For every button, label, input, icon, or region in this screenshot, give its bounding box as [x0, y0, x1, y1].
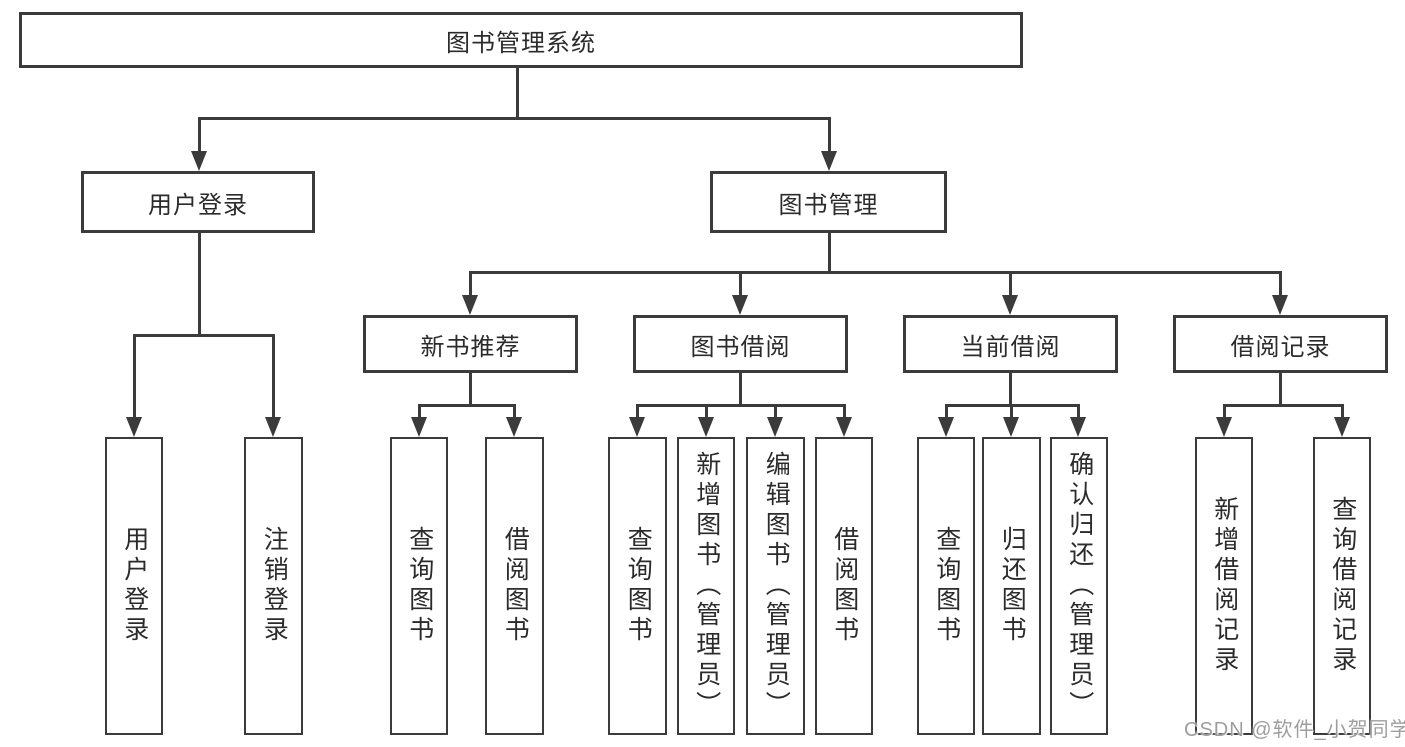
connector-line [1223, 404, 1226, 421]
connector-line [1341, 404, 1344, 421]
arrow-down-icon [1003, 417, 1019, 437]
connector-line [469, 271, 472, 299]
arrow-down-icon [767, 417, 783, 437]
leaf-query-borrow-record: 查询借阅记录 [1313, 437, 1371, 735]
connector-line [1279, 271, 1282, 299]
watermark: CSDN @软件_小贺同学 [1184, 719, 1405, 741]
arrow-down-icon [506, 417, 522, 437]
connector-line [198, 117, 201, 155]
leaf-return-book: 归还图书 [982, 437, 1041, 735]
connector-line [739, 271, 742, 299]
node-book-management: 图书管理 [710, 171, 947, 233]
connector-line [739, 373, 742, 407]
arrow-down-icon [462, 295, 478, 315]
connector-line [1223, 404, 1343, 407]
arrow-down-icon [411, 417, 427, 437]
node-library-management-system: 图书管理系统 [19, 12, 1023, 68]
connector-line [418, 404, 421, 421]
connector-line [516, 68, 519, 120]
leaf-edit-book-admin: 编辑图书（管理员） [746, 437, 805, 735]
leaf-confirm-return-admin: 确认归还（管理员） [1050, 437, 1108, 735]
node-user-login: 用户登录 [81, 171, 315, 233]
connector-line [198, 117, 830, 120]
leaf-add-book-admin: 新增图书（管理员） [677, 437, 735, 735]
arrow-down-icon [1272, 295, 1288, 315]
connector-line [774, 404, 777, 421]
arrow-down-icon [732, 295, 748, 315]
connector-line [828, 117, 831, 155]
leaf-query-books-borrowing: 查询图书 [608, 437, 667, 735]
connector-line [1010, 404, 1013, 421]
connector-line [828, 233, 831, 274]
leaf-logout: 注销登录 [244, 437, 303, 735]
connector-line [469, 271, 1281, 274]
arrow-down-icon [629, 417, 645, 437]
leaf-borrow-books-borrowing: 借阅图书 [815, 437, 873, 735]
leaf-query-books-recommend: 查询图书 [390, 437, 448, 735]
arrow-down-icon [1070, 417, 1086, 437]
arrow-down-icon [265, 417, 281, 437]
connector-line [272, 334, 275, 421]
arrow-down-icon [1334, 417, 1350, 437]
leaf-user-login: 用户登录 [105, 437, 163, 735]
connector-line [133, 334, 274, 337]
connector-line [418, 404, 515, 407]
connector-line [1279, 373, 1282, 407]
node-book-borrowing: 图书借阅 [633, 315, 848, 373]
node-new-book-recommend: 新书推荐 [363, 315, 578, 373]
arrow-down-icon [698, 417, 714, 437]
leaf-add-borrow-record: 新增借阅记录 [1195, 437, 1253, 735]
connector-line [1009, 373, 1012, 407]
arrow-down-icon [836, 417, 852, 437]
arrow-down-icon [126, 417, 142, 437]
leaf-query-books-current: 查询图书 [917, 437, 975, 735]
connector-line [705, 404, 708, 421]
connector-line [843, 404, 846, 421]
arrow-down-icon [191, 151, 207, 171]
connector-line [198, 233, 201, 337]
arrow-down-icon [1216, 417, 1232, 437]
arrow-down-icon [821, 151, 837, 171]
arrow-down-icon [1002, 295, 1018, 315]
connector-line [133, 334, 136, 421]
connector-line [513, 404, 516, 421]
node-current-borrowing: 当前借阅 [903, 315, 1118, 373]
node-borrow-records: 借阅记录 [1173, 315, 1388, 373]
connector-line [945, 404, 948, 421]
connector-line [636, 404, 844, 407]
connector-line [469, 373, 472, 407]
connector-line [1009, 271, 1012, 299]
connector-line [1077, 404, 1080, 421]
leaf-borrow-books-recommend: 借阅图书 [485, 437, 544, 735]
arrow-down-icon [938, 417, 954, 437]
connector-line [636, 404, 639, 421]
